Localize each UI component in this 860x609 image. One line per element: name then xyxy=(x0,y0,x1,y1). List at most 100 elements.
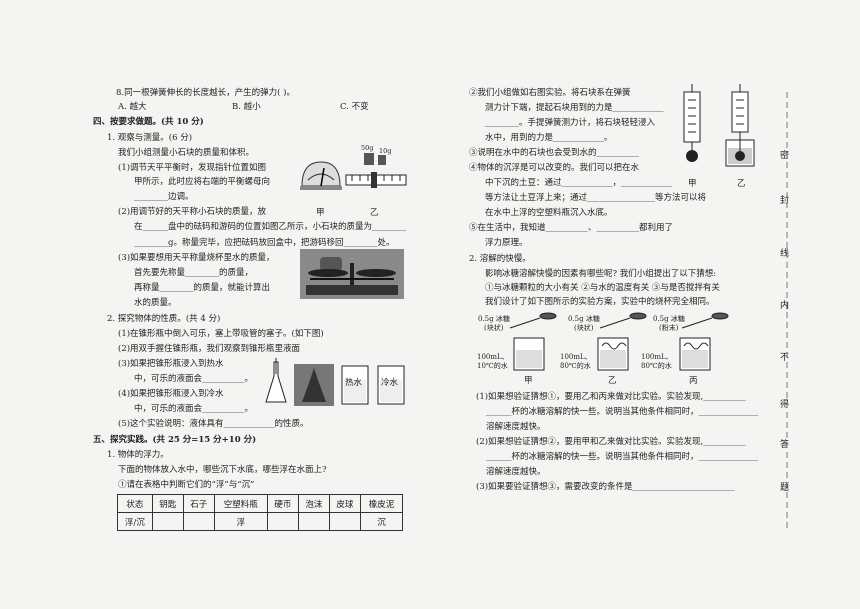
q8-option-c: C. 不变 xyxy=(340,102,369,112)
sugar-form-c: (粉末) xyxy=(659,324,679,332)
p1-title: 1. 观察与测量。(6 分) xyxy=(107,133,193,143)
table-cell-answer[interactable]: 浮 xyxy=(213,512,268,531)
table-header-cell: 状态 xyxy=(117,494,153,513)
table-header-cell: 石子 xyxy=(182,494,215,513)
r-a1-line3: 溶解速度越快。 xyxy=(486,422,546,432)
r-p2-title: 2. 溶解的快慢。 xyxy=(469,254,531,264)
r-a2-b: 杯的冰糖溶解的快一些。说明当其他条件相同时， xyxy=(511,452,699,462)
table-cell-answer[interactable] xyxy=(297,512,330,531)
balance-scale-photo xyxy=(300,249,404,299)
r-a1-line2: ______杯的冰糖溶解的快一些。说明当其他条件相同时，____________… xyxy=(486,407,759,417)
r-a3-text: (3)如果要验证猜想③，需要改变的条件是 xyxy=(476,482,633,492)
p2-title: 2. 探究物体的性质。(共 4 分) xyxy=(107,314,221,324)
sugar-label-a: 0.5g 冰糖 xyxy=(478,315,510,323)
p1-s2-e: 处。 xyxy=(377,238,395,248)
p2-s4-line2: 中，可乐的液面会__________。 xyxy=(134,404,254,414)
p1-s2-c: 盘中的砝码和游码的位置如图乙所示，小石块的质量为 xyxy=(168,222,373,232)
binding-dashed-line xyxy=(786,92,788,532)
spring-fig-label-jia: 甲 xyxy=(688,179,697,189)
r-q2-d: 水中，用到的力是 xyxy=(485,133,554,143)
r-a2-line2: ______杯的冰糖溶解的快一些。说明当其他条件相同时，____________… xyxy=(486,452,759,462)
table-cell-answer[interactable] xyxy=(182,512,215,531)
q8-stem: 8.同一根弹簧伸长的长度越长，产生的弹力( )。 xyxy=(116,88,295,98)
r-q3-text: ③说明在水中的石块也会受到水的 xyxy=(469,148,597,158)
r-a1-line1: (1)如果想验证猜想①，要用乙和丙来做对比实验。实验发现,__________ xyxy=(476,392,746,402)
p1-s2-line2: 在______盘中的砝码和游码的位置如图乙所示，小石块的质量为________ xyxy=(134,222,407,232)
p2-s2: (2)用双手握住锥形瓶，我们观察到锥形瓶里液面 xyxy=(118,344,301,354)
water-temp-c: 80℃的水 xyxy=(641,362,672,370)
table-header-cell: 泡沫 xyxy=(297,494,330,513)
r-q4-line1: ④物体的沉浮是可以改变的。我们可以把在水 xyxy=(469,163,640,173)
q8-option-a: A. 越大 xyxy=(118,102,147,112)
p1-s2-line3: ________g。称量完毕，应把砝码放回盒中，把游码移回________处。 xyxy=(134,238,395,248)
p1-s2-b: 在 xyxy=(134,222,143,232)
margin-char: 内 xyxy=(780,301,790,311)
r-p2-intro: 影响冰糖溶解快慢的因素有哪些呢? 我们小组提出了以下猜想: xyxy=(485,269,717,279)
r-a1-b: 杯的冰糖溶解的快一些。说明当其他条件相同时， xyxy=(511,407,699,417)
r-q4-line3: 等方法让土豆浮上来；通过________________等方法可以将 xyxy=(485,193,707,203)
flask-experiment-figure xyxy=(265,358,405,406)
dissolving-experiment-figure xyxy=(509,312,729,371)
p1-s3-line1: (3)如果要想用天平称量烧杯里水的质量， xyxy=(118,253,275,263)
table-cell-answer[interactable]: 沉 xyxy=(359,512,404,531)
r-q5-a: ⑤在生活中，我知道 xyxy=(469,223,546,233)
r-p2-design: 我们设计了如下图所示的实验方案，实验中的烧杯完全相同。 xyxy=(485,297,715,307)
r-q5-c: 都利用了 xyxy=(639,223,674,233)
label-hot-water: 热水 xyxy=(345,378,363,388)
margin-char: 不 xyxy=(780,353,790,363)
r-a2-a: (2)如果想验证猜想②，要用甲和乙来做对比实验。实验发现, xyxy=(476,437,704,447)
r-a2-line1: (2)如果想验证猜想②，要用甲和乙来做对比实验。实验发现,__________ xyxy=(476,437,746,447)
margin-char: 得 xyxy=(780,400,790,410)
p2-s3-b: 中，可乐的液面会 xyxy=(134,374,203,384)
beaker-label-yi: 乙 xyxy=(608,376,617,386)
p1-s3-line4: 水的质量。 xyxy=(134,298,177,308)
beaker-label-bing: 丙 xyxy=(689,376,698,386)
table-header-cell: 皮球 xyxy=(328,494,361,513)
weight-50g: 50g xyxy=(361,144,374,152)
r-q2-c: 。手提弹簧测力计，将石块轻轻浸入 xyxy=(519,118,656,128)
r-q5-line2: 浮力原理。 xyxy=(485,238,528,248)
p3-title: 1. 物体的浮力。 xyxy=(107,450,169,460)
r-a1-a: (1)如果想验证猜想①，要用乙和丙来做对比实验。实验发现, xyxy=(476,392,704,402)
balance-pointer-figure xyxy=(300,161,342,190)
r-q5-line1: ⑤在生活中，我知道__________、__________都利用了 xyxy=(469,223,674,233)
p2-s3-line2: 中，可乐的液面会__________。 xyxy=(134,374,254,384)
p2-s4-c: 。 xyxy=(244,404,254,414)
water-label-a: 100mL、 xyxy=(477,353,509,361)
table-row: 浮/沉 浮 沉 xyxy=(117,512,404,531)
r-q4-e: 等方法可以将 xyxy=(655,193,707,203)
table-cell-answer[interactable] xyxy=(266,512,299,531)
p2-s5-b: 的性质。 xyxy=(274,419,309,429)
sugar-label-b: 0.5g 冰糖 xyxy=(568,315,600,323)
table-cell-answer[interactable] xyxy=(328,512,361,531)
r-q4-c: ， xyxy=(612,178,622,188)
p1-s2-a: (2)用调节好的天平称小石块的质量，放 xyxy=(118,207,267,217)
r-q2-line4: 水中，用到的力是____________。 xyxy=(485,133,613,143)
spring-scale-figure xyxy=(683,84,755,167)
q8-option-b: B. 越小 xyxy=(232,102,261,112)
r-q4-b: 中下沉的土豆：通过 xyxy=(485,178,562,188)
p1-s1-line1: (1)调节天平平衡时，发现指针位置如图 xyxy=(118,163,267,173)
r-q4-line4: 在水中上浮的空塑料瓶沉入水底。 xyxy=(485,208,613,218)
sugar-form-a: (块状) xyxy=(484,324,504,332)
r-q2-e: 。 xyxy=(604,133,613,143)
water-label-c: 100mL、 xyxy=(641,353,673,361)
table-header-cell: 空塑料瓶 xyxy=(213,494,268,513)
p3-question: ①请在表格中判断它们的“浮”与“沉” xyxy=(118,480,255,490)
r-p2-guesses: ①与冰糖颗粒的大小有关 ②与水的温度有关 ③与是否搅拌有关 xyxy=(485,283,720,293)
fig-label-jia: 甲 xyxy=(316,208,325,218)
table-cell-answer[interactable] xyxy=(151,512,184,531)
table-header-cell: 硬币 xyxy=(266,494,299,513)
margin-char: 封 xyxy=(780,196,790,206)
section-5-title: 五、探究实践。(共 25 分=15 分+10 分) xyxy=(93,435,257,445)
p2-s4-line1: (4)如果把锥形瓶浸入到冷水 xyxy=(118,389,224,399)
table-header-cell: 橡皮泥 xyxy=(359,494,404,513)
fig-label-yi: 乙 xyxy=(370,208,379,218)
p2-s3-line1: (3)如果把锥形瓶浸入到热水 xyxy=(118,359,224,369)
p1-s1-tail: 边调。 xyxy=(168,192,194,202)
p2-s1: (1)在锥形瓶中倒入可乐，塞上带吸管的塞子。(如下图) xyxy=(118,329,324,339)
float-sink-table: 状态 钥匙 石子 空塑料瓶 硬币 泡沫 皮球 橡皮泥 浮/沉 浮 沉 xyxy=(117,494,404,531)
r-q2-line2: 测力计下端，提起石块用到的力是____________ xyxy=(485,103,664,113)
r-q2-b: 测力计下端，提起石块用到的力是 xyxy=(485,103,613,113)
